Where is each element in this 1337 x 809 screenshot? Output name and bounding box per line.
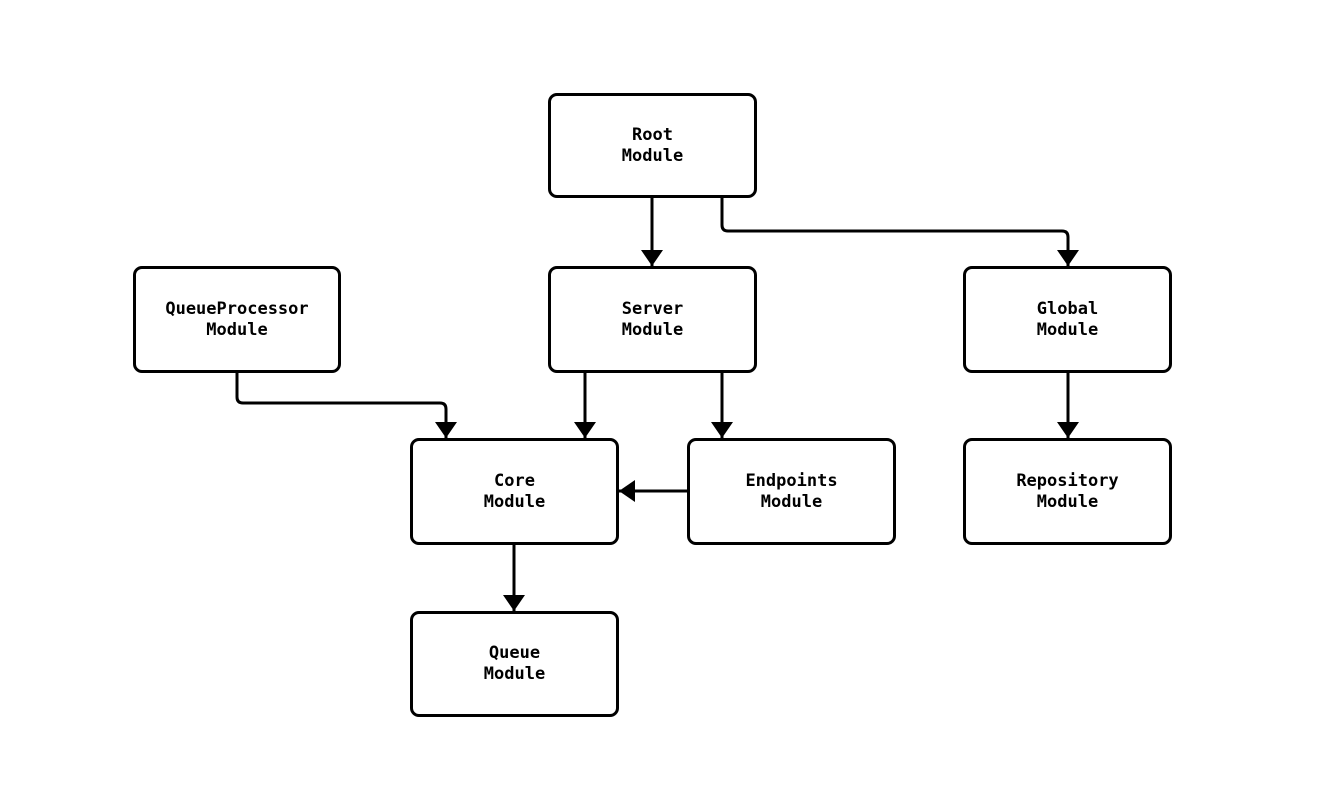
node-label-line: Module xyxy=(1036,491,1099,512)
edge-queueprocessor-to-core xyxy=(235,373,457,438)
node-server-module: Server Module xyxy=(548,266,757,373)
node-label-line: Root xyxy=(632,124,673,145)
edge-root-to-global xyxy=(720,198,1079,266)
node-label-line: Module xyxy=(483,664,546,684)
node-root-module: Root Module xyxy=(548,93,757,198)
node-label-line: Repository xyxy=(1016,470,1119,491)
node-label-line: Core xyxy=(494,470,535,491)
node-endpoints-module: Endpoints Module xyxy=(687,438,896,545)
node-queue-module: Queue Module xyxy=(410,611,619,717)
node-label-line: Global xyxy=(1036,298,1099,319)
node-label-line: Module xyxy=(1036,319,1099,340)
node-global-module: Global Module xyxy=(963,266,1172,373)
node-label-line: Endpoints xyxy=(745,470,838,491)
node-label-line: Module xyxy=(483,491,546,512)
node-label-line: Module xyxy=(206,319,268,340)
node-label-line: Queue xyxy=(488,643,541,663)
node-repository-module: Repository Module xyxy=(963,438,1172,545)
node-label-line: Module xyxy=(621,145,684,166)
node-label-line: Server xyxy=(621,298,684,319)
node-label-line: Module xyxy=(760,491,823,512)
node-label-line: QueueProcessor xyxy=(165,298,309,319)
node-queueprocessor-module: QueueProcessor Module xyxy=(133,266,341,373)
node-label-line: Module xyxy=(621,319,684,340)
node-core-module: Core Module xyxy=(410,438,619,545)
